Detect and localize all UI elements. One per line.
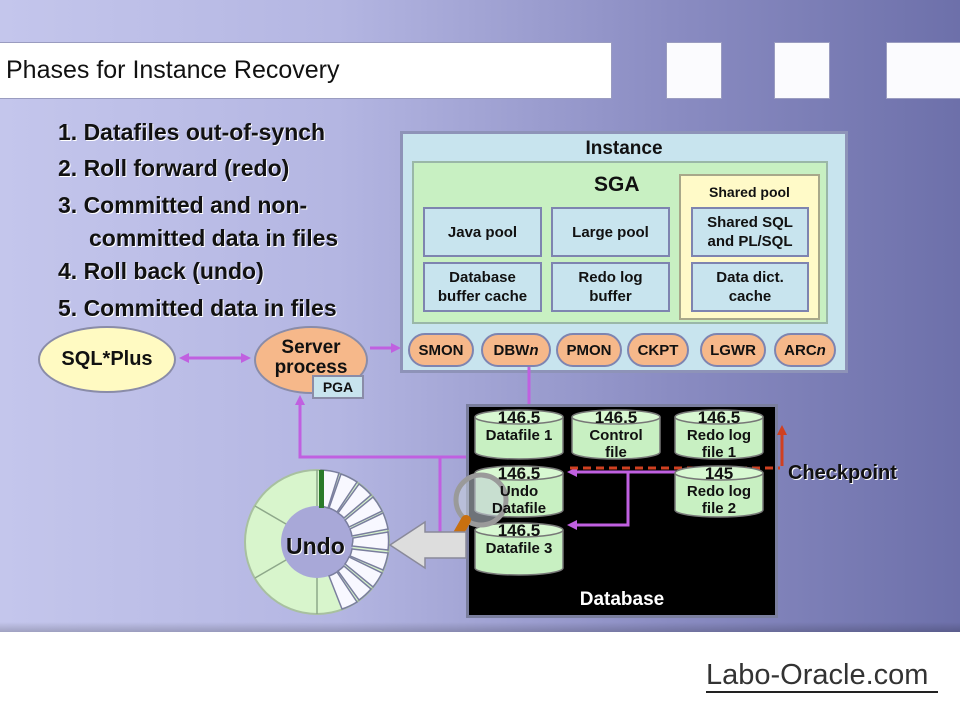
datafile-3: 146.5 Datafile 3 <box>475 521 563 583</box>
phase-4: 4. Roll back (undo) <box>58 258 264 284</box>
page-title: Phases for Instance Recovery <box>0 42 612 99</box>
datafile-3-scn: 146.5 <box>497 521 541 540</box>
redo-log-2-scn: 145 <box>704 464 734 483</box>
phase-5: 5. Committed data in files <box>58 295 337 321</box>
undo-datafile-scn: 146.5 <box>497 464 541 483</box>
sga-label: SGA <box>594 173 640 196</box>
datafile-1: 146.5 Datafile 1 <box>475 408 563 470</box>
java-pool: Java pool <box>423 207 542 257</box>
corner-decoration-2 <box>774 42 830 99</box>
datafile-3-name: Datafile 3 <box>485 540 553 557</box>
large-pool-label: Large pool <box>572 223 649 241</box>
checkpoint-label: Checkpoint <box>788 462 897 484</box>
sqlplus-label: SQL*Plus <box>61 348 153 370</box>
control-file-cylinder <box>571 409 661 460</box>
pga-label: PGA <box>322 379 354 395</box>
control-file-scn: 146.5 <box>594 408 638 427</box>
page-title-text: Phases for Instance Recovery <box>6 56 340 84</box>
datafile-3-cylinder <box>474 522 564 576</box>
undo-ring <box>244 469 390 615</box>
datafile-1-scn: 146.5 <box>497 408 541 427</box>
datafile-1-name: Datafile 1 <box>485 427 553 444</box>
shared-pool-label: Shared pool <box>709 184 790 200</box>
undo-big-arrow <box>388 520 467 570</box>
corner-decoration-3 <box>886 42 960 99</box>
datafile-1-cylinder <box>474 409 564 460</box>
data-dict-label: Data dict.cache <box>716 269 784 305</box>
process-pmon: PMON <box>556 333 622 367</box>
corner-decoration-1 <box>666 42 722 99</box>
pga-box: PGA <box>312 375 364 399</box>
database-label: Database <box>579 589 665 610</box>
large-pool: Large pool <box>551 207 670 257</box>
logo: Labo-Oracle.com <box>706 659 929 691</box>
process-smon: SMON <box>408 333 474 367</box>
process-ckpt: CKPT <box>627 333 689 367</box>
process-lgwr: LGWR <box>700 333 766 367</box>
redo-log-1-scn: 146.5 <box>697 408 741 427</box>
phase-2: 2. Roll forward (redo) <box>58 155 290 181</box>
redo-log-2-cylinder <box>674 465 764 518</box>
phase-3-continued: committed data in files <box>89 225 339 251</box>
redo-log-1-cylinder <box>674 409 764 460</box>
data-dictionary-cache: Data dict.cache <box>691 262 809 312</box>
java-pool-label: Java pool <box>447 223 518 241</box>
phase-1: 1. Datafiles out-of-synch <box>58 119 326 145</box>
instance-label: Instance <box>585 138 663 159</box>
arrow-database-to-server <box>295 395 466 459</box>
sqlplus-client: SQL*Plus <box>38 326 176 393</box>
arrow-redo-to-datafile3 <box>567 472 630 530</box>
undo-label: Undo <box>286 533 345 559</box>
phase-3: 3. Committed and non- <box>58 192 308 218</box>
